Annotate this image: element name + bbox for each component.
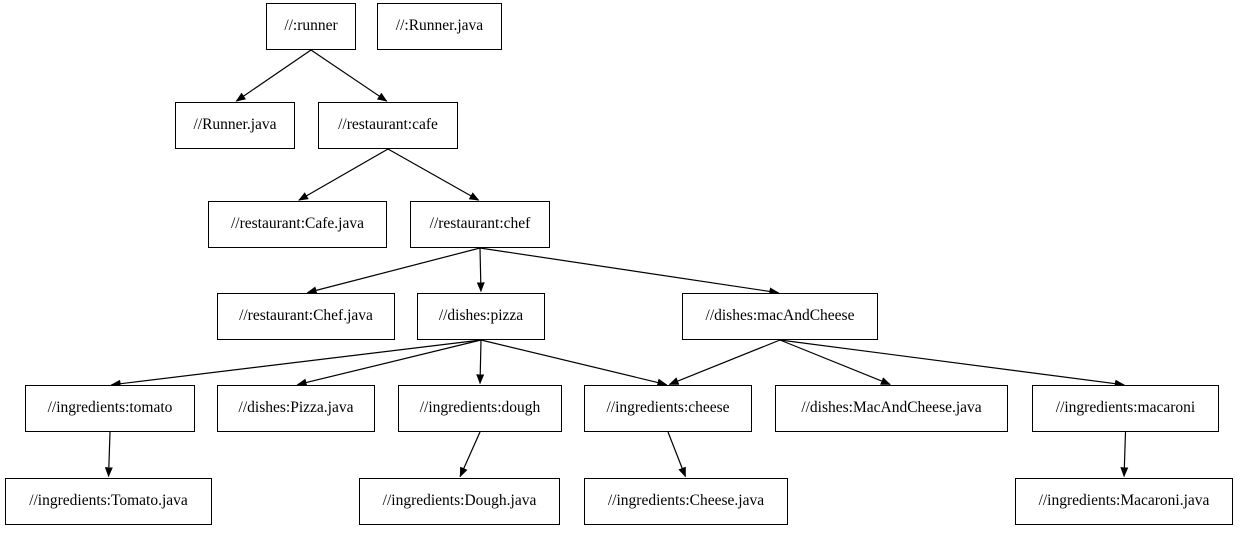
graph-edge-restaurant_chef-to-dishes_pizza xyxy=(476,247,485,293)
graph-node-label: //dishes:macAndCheese xyxy=(705,307,855,325)
graph-edge-ingredients_cheese-to-ingredients_cheese_java xyxy=(667,431,687,478)
graph-node-dishes_pizza[interactable]: //dishes:pizza xyxy=(417,293,545,340)
graph-node-label: //ingredients:Tomato.java xyxy=(29,492,188,510)
graph-node-dishes_macandcheese_java[interactable]: //dishes:MacAndCheese.java xyxy=(775,385,1008,432)
graph-node-label: //ingredients:macaroni xyxy=(1055,399,1196,417)
graph-node-ingredients_dough[interactable]: //ingredients:dough xyxy=(398,385,562,432)
graph-edge-ingredients_dough-to-ingredients_dough_java xyxy=(459,431,481,478)
graph-edge-restaurant_chef-to-restaurant_chef_java xyxy=(306,247,481,295)
graph-node-ingredients_tomato_java[interactable]: //ingredients:Tomato.java xyxy=(5,478,212,525)
graph-node-label: //dishes:pizza xyxy=(438,307,524,325)
graph-edge-dishes_macandcheese-to-ingredients_cheese xyxy=(668,339,781,385)
graph-node-ingredients_dough_java[interactable]: //ingredients:Dough.java xyxy=(359,478,560,525)
graph-node-label: //Runner.java xyxy=(193,116,277,134)
graph-node-label: //dishes:MacAndCheese.java xyxy=(801,399,982,417)
graph-node-label: //ingredients:Cheese.java xyxy=(607,492,765,510)
graph-edge-dishes_pizza-to-ingredients_cheese xyxy=(480,339,668,387)
graph-node-ingredients_tomato[interactable]: //ingredients:tomato xyxy=(25,385,195,432)
graph-node-restaurant_chef[interactable]: //restaurant:chef xyxy=(410,201,550,248)
graph-node-dishes_macandcheese[interactable]: //dishes:macAndCheese xyxy=(682,293,878,340)
graph-node-label: //restaurant:Chef.java xyxy=(239,307,373,325)
graph-node-label: //restaurant:cafe xyxy=(338,116,438,134)
graph-node-label: //ingredients:Dough.java xyxy=(382,492,537,510)
graph-edge-dishes_pizza-to-ingredients_tomato xyxy=(110,339,482,388)
graph-node-ingredients_macaroni[interactable]: //ingredients:macaroni xyxy=(1032,385,1219,432)
graph-edge-runner-to-restaurant_cafe xyxy=(310,49,388,102)
graph-node-ingredients_macaroni_java[interactable]: //ingredients:Macaroni.java xyxy=(1015,478,1233,525)
graph-edge-restaurant_cafe-to-restaurant_cafe_java xyxy=(298,148,389,201)
graph-edge-ingredients_tomato-to-ingredients_tomato_java xyxy=(104,431,113,478)
graph-node-label: //ingredients:dough xyxy=(419,399,541,417)
graph-edge-dishes_pizza-to-dishes_pizza_java xyxy=(296,339,482,387)
graph-node-label: //dishes:Pizza.java xyxy=(238,399,354,417)
graph-edge-dishes_pizza-to-ingredients_dough xyxy=(476,339,485,385)
graph-node-restaurant_chef_java[interactable]: //restaurant:Chef.java xyxy=(217,293,395,340)
graph-node-runner[interactable]: //:runner xyxy=(266,3,356,50)
graph-node-label: //ingredients:Macaroni.java xyxy=(1038,492,1210,510)
graph-node-root_runner_java[interactable]: //:Runner.java xyxy=(377,3,502,50)
graph-edge-ingredients_macaroni-to-ingredients_macaroni_java xyxy=(1120,431,1129,478)
graph-node-dishes_pizza_java[interactable]: //dishes:Pizza.java xyxy=(217,385,375,432)
graph-node-label: //restaurant:Cafe.java xyxy=(231,215,364,233)
graph-node-restaurant_cafe_java[interactable]: //restaurant:Cafe.java xyxy=(208,201,387,248)
graph-edge-restaurant_chef-to-dishes_macandcheese xyxy=(479,247,780,296)
graph-node-runner_java[interactable]: //Runner.java xyxy=(175,102,295,149)
graph-node-restaurant_cafe[interactable]: //restaurant:cafe xyxy=(318,102,458,149)
graph-edge-runner-to-runner_java xyxy=(235,49,312,102)
graph-edge-dishes_macandcheese-to-dishes_macandcheese_java xyxy=(779,339,891,385)
graph-node-label: //ingredients:cheese xyxy=(606,399,730,417)
graph-node-label: //restaurant:chef xyxy=(429,215,531,233)
graph-edge-dishes_macandcheese-to-ingredients_macaroni xyxy=(779,339,1125,388)
graph-edge-restaurant_cafe-to-restaurant_chef xyxy=(387,148,480,201)
graph-node-label: //ingredients:tomato xyxy=(47,399,173,417)
graph-node-ingredients_cheese[interactable]: //ingredients:cheese xyxy=(584,385,752,432)
graph-node-label: //:runner xyxy=(284,17,338,35)
graph-node-label: //:Runner.java xyxy=(395,17,484,35)
graph-node-ingredients_cheese_java[interactable]: //ingredients:Cheese.java xyxy=(584,478,788,525)
